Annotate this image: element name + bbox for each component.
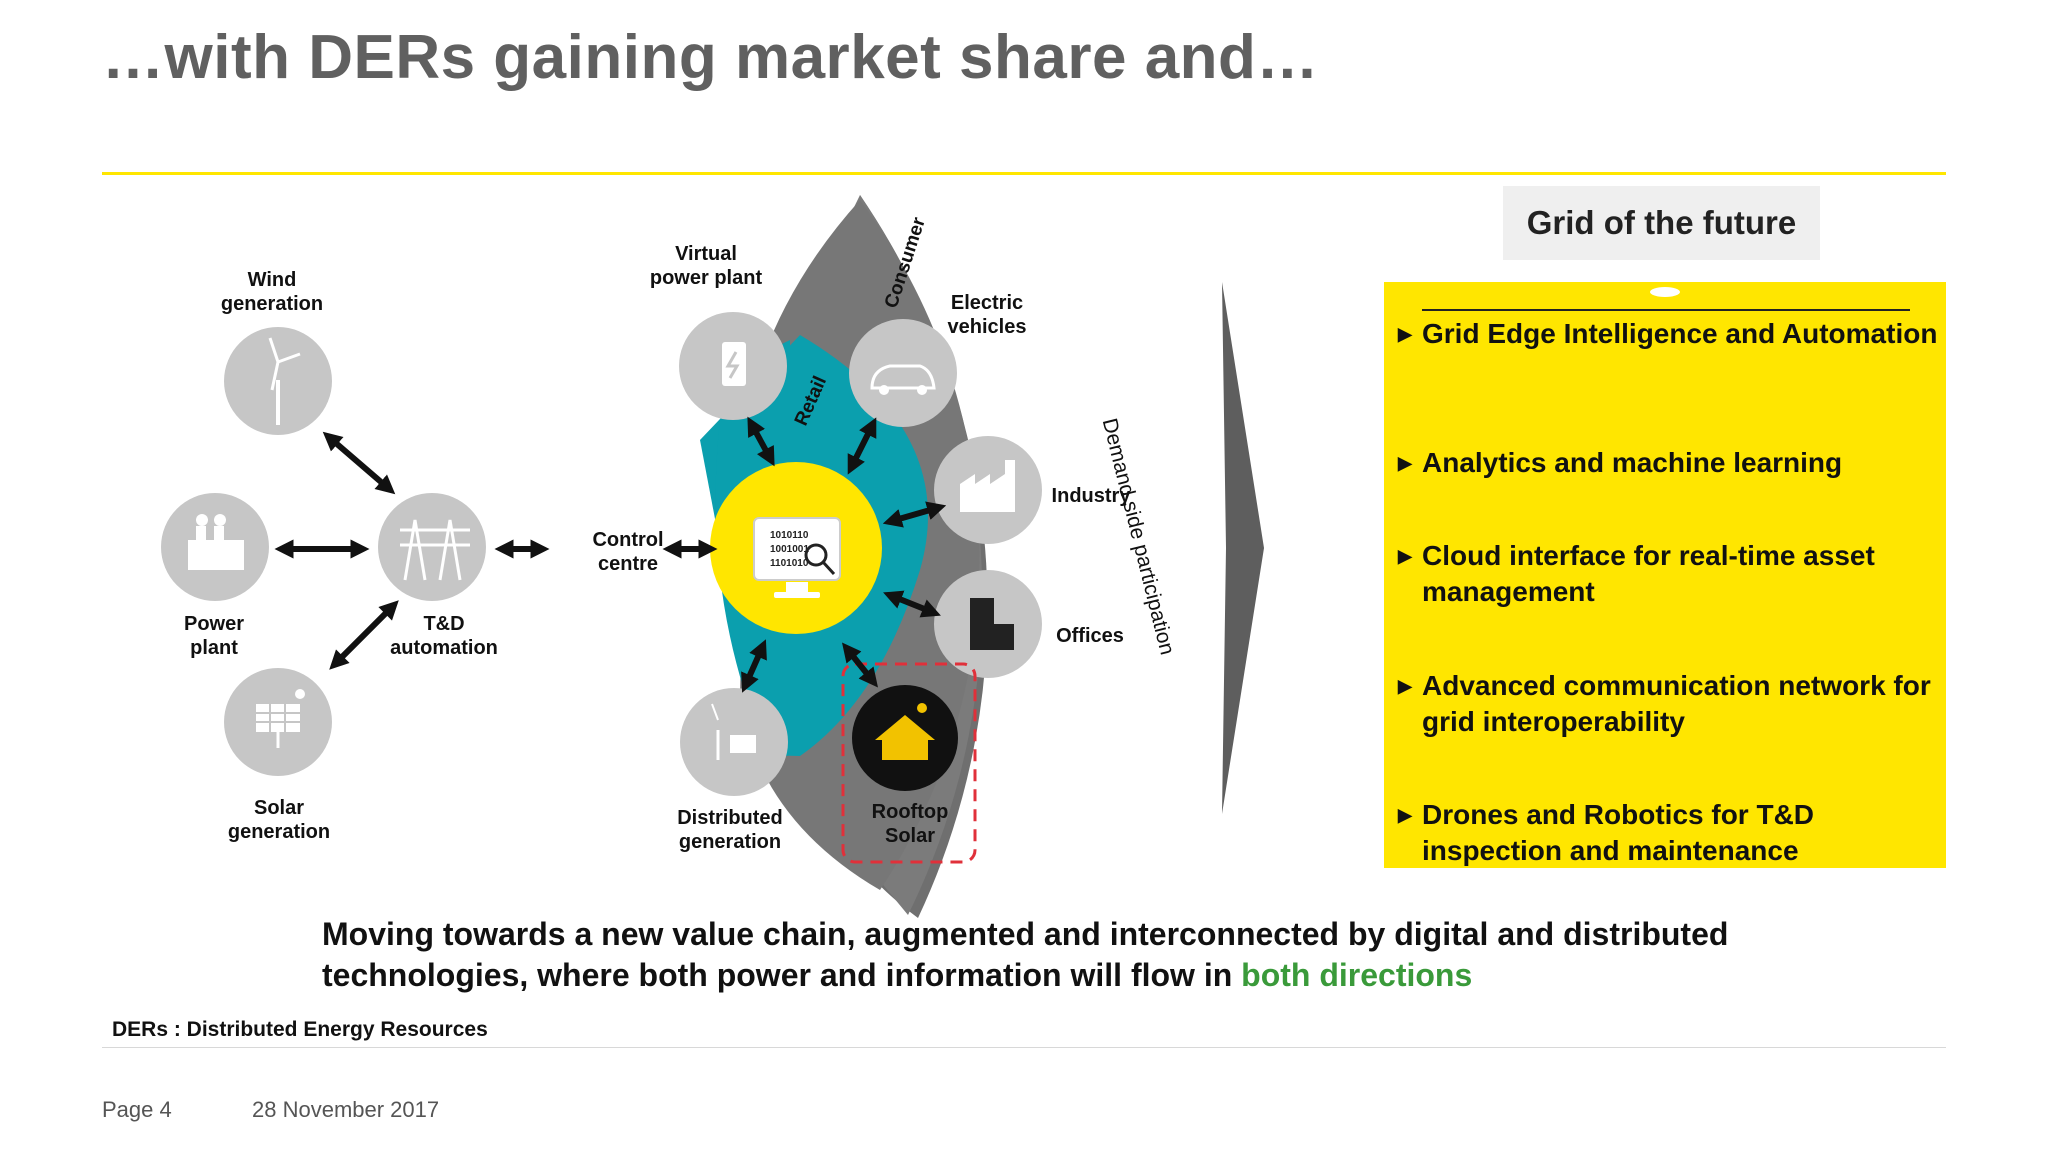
- der-definition-note: DERs : Distributed Energy Resources: [112, 1018, 488, 1041]
- future-item-4: ▶ Advanced communication network for gri…: [1398, 670, 1931, 737]
- virtual-power-plant-node: [679, 312, 787, 420]
- future-item-2: ▶ Analytics and machine learning: [1398, 445, 1938, 481]
- flow-arrows: [274, 416, 947, 693]
- offices-label: Offices: [1056, 625, 1124, 647]
- power-plant-node: [161, 493, 269, 601]
- summary-message-main: Moving towards a new value chain, augmen…: [322, 916, 1729, 993]
- electric-vehicles-node: [849, 319, 957, 427]
- monitor-icon: [753, 517, 841, 598]
- future-panel-rule: [1422, 309, 1910, 311]
- right-triangle-icon: ▶: [1398, 805, 1412, 825]
- rooftop-solar-node: [852, 685, 958, 791]
- future-item-3: ▶ Cloud interface for real-time asset ma…: [1398, 540, 1875, 607]
- industry-label: Industry: [1051, 485, 1131, 507]
- binary-line-3: 1101010: [770, 558, 809, 569]
- distributed-generation-node: [680, 688, 788, 796]
- title-divider: [102, 172, 1946, 175]
- offices-node: [934, 570, 1042, 678]
- page-number: Page 4: [102, 1097, 172, 1122]
- binary-line-2: 1001001: [770, 544, 809, 555]
- industry-node: [934, 436, 1042, 544]
- solar-generation-node: [224, 668, 332, 776]
- footer-divider: [102, 1047, 1946, 1048]
- right-triangle-icon: ▶: [1398, 546, 1412, 566]
- right-triangle-icon: ▶: [1398, 676, 1412, 696]
- summary-message: Moving towards a new value chain, augmen…: [322, 914, 1822, 996]
- transition-arrow: [1222, 282, 1264, 814]
- future-panel-title: Grid of the future: [1503, 186, 1820, 260]
- summary-message-highlight: both directions: [1241, 957, 1473, 993]
- binary-line-1: 1010110: [770, 530, 809, 541]
- future-panel: [1384, 282, 1946, 868]
- right-triangle-icon: ▶: [1398, 324, 1412, 344]
- connector-dot: [1650, 287, 1680, 297]
- td-automation-node: [378, 493, 486, 601]
- future-item-5: ▶ Drones and Robotics for T&D inspection…: [1398, 799, 1815, 866]
- future-item-1: ▶ Grid Edge Intelligence and Automation: [1398, 316, 1938, 352]
- page-date: 28 November 2017: [252, 1097, 440, 1122]
- page-title: …with DERs gaining market share and…: [102, 23, 1319, 92]
- wind-generation-node: [224, 327, 332, 435]
- right-triangle-icon: ▶: [1398, 453, 1412, 473]
